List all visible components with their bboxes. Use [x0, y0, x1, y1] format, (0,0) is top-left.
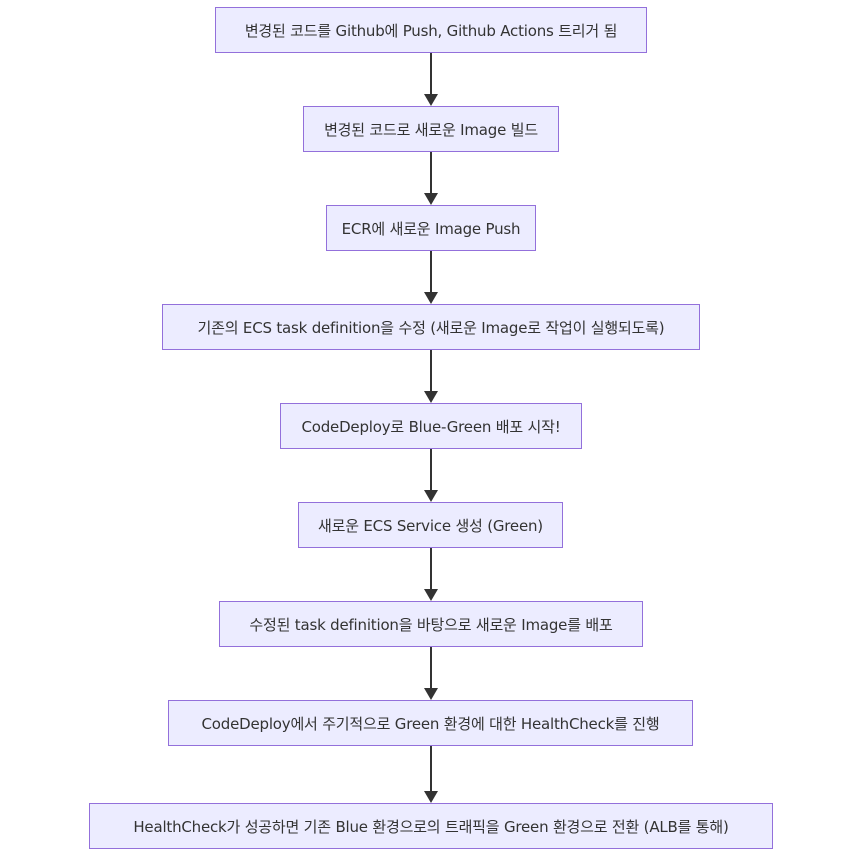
step-1-push-trigger: 변경된 코드를 Github에 Push, Github Actions 트리거… [215, 7, 647, 53]
arrowhead-6-7 [424, 589, 438, 601]
arrowhead-1-2 [424, 94, 438, 106]
arrowhead-3-4 [424, 292, 438, 304]
edge-6-7 [430, 548, 432, 589]
step-9-switch-traffic: HealthCheck가 성공하면 기존 Blue 환경으로의 트래픽을 Gre… [89, 803, 773, 849]
arrowhead-4-5 [424, 391, 438, 403]
edge-7-8 [430, 647, 432, 688]
step-2-build-image: 변경된 코드로 새로운 Image 빌드 [303, 106, 559, 152]
step-7-deploy-image: 수정된 task definition을 바탕으로 새로운 Image를 배포 [219, 601, 643, 647]
edge-4-5 [430, 350, 432, 391]
step-5-start-blue-green: CodeDeploy로 Blue-Green 배포 시작! [280, 403, 582, 449]
step-6-create-green-service: 새로운 ECS Service 생성 (Green) [298, 502, 563, 548]
step-4-update-task-definition: 기존의 ECS task definition을 수정 (새로운 Image로 … [162, 304, 700, 350]
arrowhead-5-6 [424, 490, 438, 502]
edge-5-6 [430, 449, 432, 490]
arrowhead-7-8 [424, 688, 438, 700]
edge-1-2 [430, 53, 432, 94]
step-3-ecr-push: ECR에 새로운 Image Push [326, 205, 536, 251]
arrowhead-8-9 [424, 791, 438, 803]
step-8-health-check: CodeDeploy에서 주기적으로 Green 환경에 대한 HealthCh… [168, 700, 693, 746]
arrowhead-2-3 [424, 193, 438, 205]
edge-8-9 [430, 746, 432, 791]
edge-3-4 [430, 251, 432, 292]
edge-2-3 [430, 152, 432, 193]
